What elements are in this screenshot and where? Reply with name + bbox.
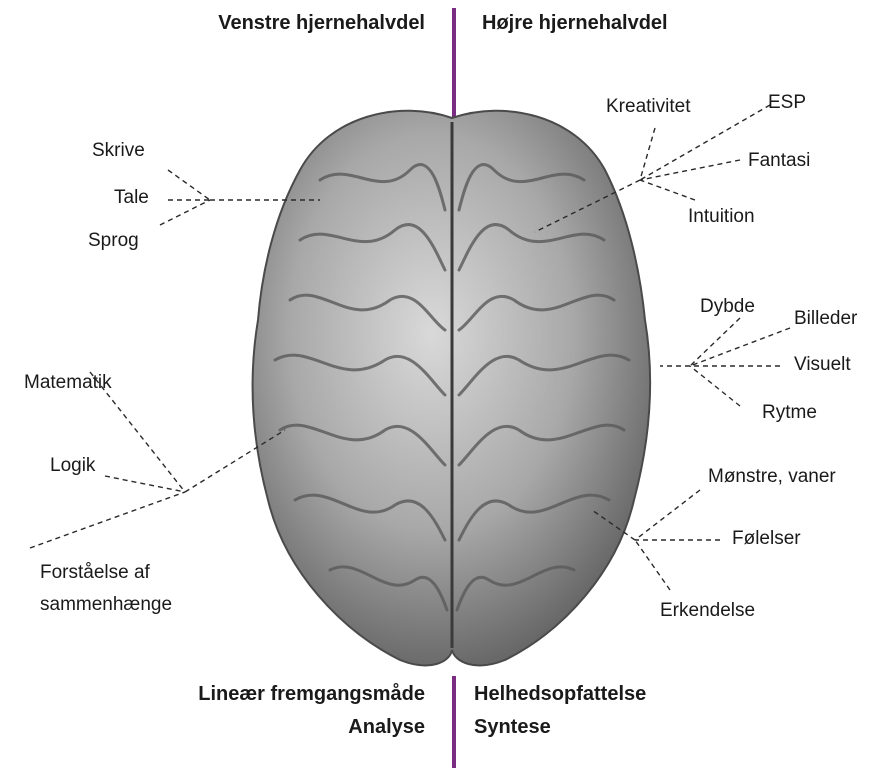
label-esp: ESP — [768, 92, 806, 114]
brain-illustration — [253, 111, 651, 666]
label-forstaaelse-line1: Forståelse af — [40, 562, 150, 584]
label-visuelt: Visuelt — [794, 354, 851, 376]
footer-left-line1: Lineær fremgangsmåde — [198, 683, 425, 706]
bottom-divider — [452, 676, 456, 768]
label-forstaaelse-line2: sammenhænge — [40, 594, 172, 616]
label-erkendelse: Erkendelse — [660, 600, 755, 622]
label-kreativitet: Kreativitet — [606, 96, 690, 118]
label-billeder: Billeder — [794, 308, 857, 330]
label-matematik: Matematik — [24, 372, 112, 394]
footer-left-line2: Analyse — [348, 716, 425, 739]
footer-right-line1: Helhedsopfattelse — [474, 683, 646, 706]
label-tale: Tale — [114, 187, 149, 209]
label-fantasi: Fantasi — [748, 150, 810, 172]
label-monstre: Mønstre, vaner — [708, 466, 836, 488]
footer-right-line2: Syntese — [474, 716, 551, 739]
label-skrive: Skrive — [92, 140, 145, 162]
label-sprog: Sprog — [88, 230, 139, 252]
label-logik: Logik — [50, 455, 95, 477]
label-dybde: Dybde — [700, 296, 755, 318]
label-folelser: Følelser — [732, 528, 801, 550]
label-intuition: Intuition — [688, 206, 755, 228]
label-rytme: Rytme — [762, 402, 817, 424]
